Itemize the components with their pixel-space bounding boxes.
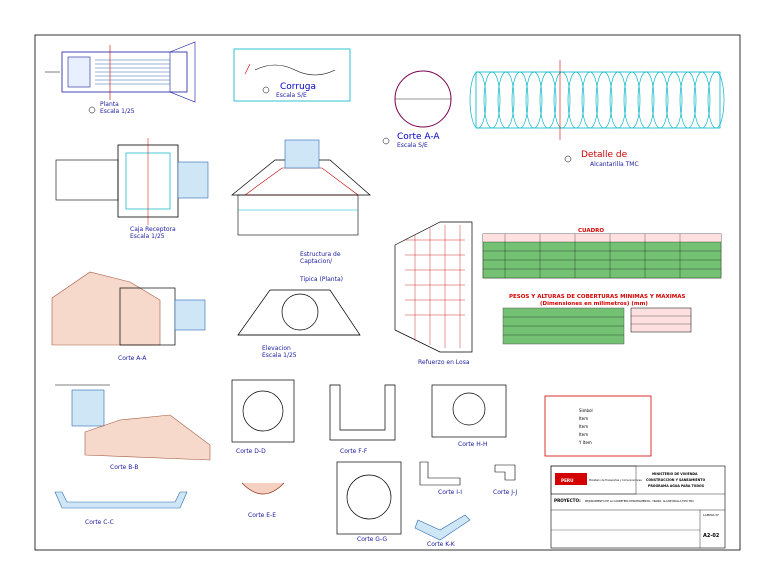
corte-ff-title: Corte F-F <box>340 448 368 455</box>
corte-cc-title: Corte C-C <box>85 519 114 526</box>
title-right-1: MINISTERIO DE VIVIENDA <box>652 472 698 476</box>
caja-receptora-view: Caja Receptora Escala 1/25 <box>55 138 209 240</box>
corte-gg-view: Corte G-G <box>336 461 402 543</box>
corte-ee-title: Corte E-E <box>248 512 276 519</box>
refuerzo-losa-view: Refuerzo en Losa <box>394 221 473 366</box>
detalle-title: Detalle de <box>581 150 628 160</box>
planta-view: Planta Escala 1/25 <box>45 41 196 115</box>
elevacion-view: Elevacion Escala 1/25 <box>237 289 361 359</box>
corte-dd-title: Corte D-D <box>236 448 266 455</box>
title-right-3: PROGRAMA AGUA PARA TODOS <box>648 484 705 488</box>
corte-ii-title: Corte I-I <box>438 489 462 496</box>
detalle-subtitle: Alcantarilla TMC <box>590 161 639 168</box>
title-ministry: Ministerio de Transportes y Comunicacion… <box>589 479 642 482</box>
corte-aa-2-view: Corte A-A <box>51 271 206 362</box>
corte-kk-view: Corte K-K <box>414 514 471 548</box>
corte-hh-title: Corte H-H <box>458 441 487 448</box>
legend-box: Simbol Item Item Item Y Item <box>544 395 652 457</box>
corte-aa-2-title: Corte A-A <box>118 355 147 362</box>
corte-ii-view: Corte I-I <box>419 461 462 496</box>
title-project-label: PROYECTO: <box>554 498 581 503</box>
estructura-title: Estructura de <box>300 251 341 258</box>
corte-bb-view: Corte B-B <box>55 384 211 471</box>
corte-aa-view: Corte A-A Escala S/E <box>382 70 452 149</box>
sheet-border <box>34 34 741 551</box>
corruga-title: Corruga <box>280 82 316 92</box>
legend-item-3: Item <box>579 424 588 429</box>
corte-aa-title: Corte A-A <box>397 132 440 142</box>
caja-scale: Escala 1/25 <box>130 233 165 240</box>
corte-gg-title: Corte G-G <box>357 536 387 543</box>
corte-dd-view: Corte D-D <box>231 379 295 455</box>
corte-aa-scale: Escala S/E <box>397 142 428 149</box>
pipe-detail-view: Detalle de Alcantarilla TMC <box>469 60 725 168</box>
legend-item-5: Y Item <box>578 440 592 445</box>
cuadro-subtitle-2: (Dimensiones en milimetros) (mm) <box>540 301 648 307</box>
caja-title: Caja Receptora <box>130 226 176 233</box>
title-logo: PERU <box>561 478 574 483</box>
cuadro-subtitle: PESOS Y ALTURAS DE COBERTURAS MINIMAS Y … <box>509 294 686 300</box>
legend-item-1: Simbol <box>579 408 593 413</box>
planta-title: Planta <box>100 101 119 108</box>
title-block: PERU Ministerio de Transportes y Comunic… <box>550 465 726 549</box>
planta-scale: Escala 1/25 <box>100 108 135 115</box>
corte-jj-title: Corte J-J <box>493 489 517 496</box>
legend-item-4: Item <box>579 432 588 437</box>
corruga-view: Corruga Escala S/E <box>233 48 351 102</box>
corte-ff-view: Corte F-F <box>329 384 396 455</box>
corte-ee-view: Corte E-E <box>241 482 285 519</box>
elevacion-scale: Escala 1/25 <box>262 352 297 359</box>
corte-jj-view: Corte J-J <box>493 464 517 496</box>
corte-hh-view: Corte H-H <box>431 384 507 448</box>
refuerzo-title: Refuerzo en Losa <box>418 359 470 366</box>
title-right-2: CONSTRUCCION Y SANEAMIENTO <box>646 478 705 482</box>
estructura-title-2: Captacion/ <box>300 258 333 265</box>
title-sheet-number: A2-02 <box>703 533 720 539</box>
cuadro-title: CUADRO <box>578 228 604 234</box>
corte-cc-view: Corte C-C <box>54 491 188 526</box>
corte-bb-title: Corte B-B <box>110 464 138 471</box>
corte-kk-title: Corte K-K <box>427 541 456 548</box>
corruga-scale: Escala S/E <box>276 92 307 99</box>
legend-item-2: Item <box>579 416 588 421</box>
title-sheet-label: LAMINA N° <box>703 513 720 517</box>
elevacion-title: Elevacion <box>262 345 291 352</box>
title-project: MEJORAMIENTO DE LA CARRETERA DEPARTAMENT… <box>585 499 694 503</box>
cuadro-table: CUADRO PESOS Y ALTURAS DE COBERTURAS MIN… <box>482 228 722 345</box>
estructura-captacion-view: Estructura de Captacion/ Tipica (Planta) <box>231 139 371 283</box>
estructura-title-3: Tipica (Planta) <box>299 276 343 283</box>
